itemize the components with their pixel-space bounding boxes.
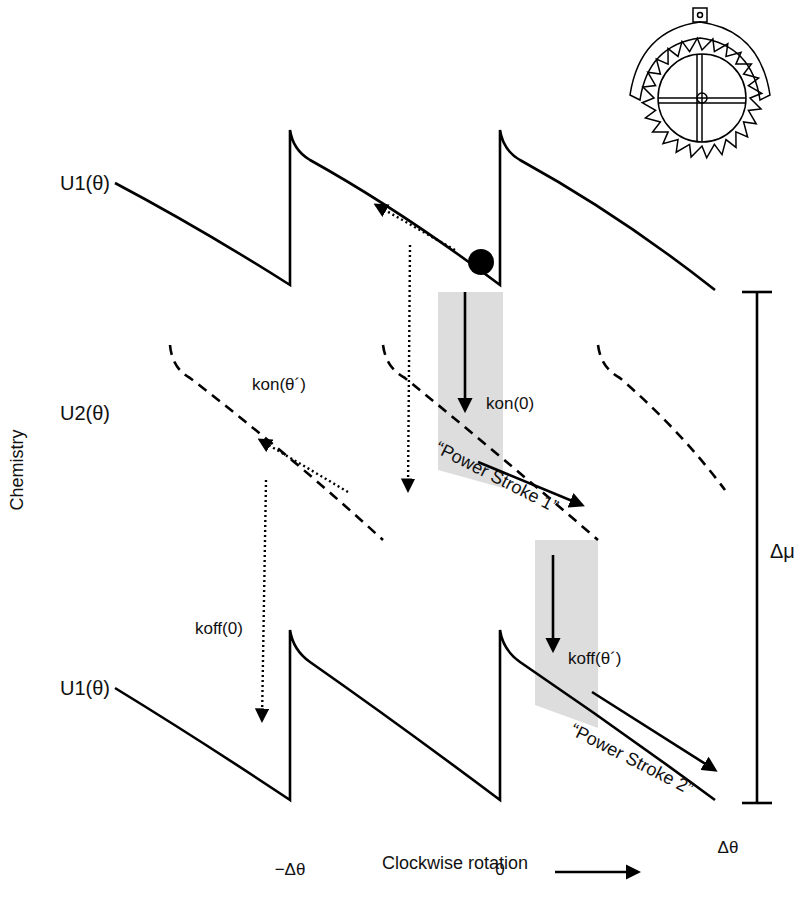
- diagram-label: Clockwise rotation: [382, 854, 528, 874]
- axis-arrow: [555, 871, 638, 874]
- diagram-label: kon(θ´): [252, 376, 306, 395]
- diagram-label: Δθ: [718, 839, 739, 858]
- dotted-arrows: [260, 205, 455, 720]
- diagram-label: kon(0): [486, 395, 534, 414]
- diagram-label: U2(θ): [60, 402, 110, 424]
- rotor-ball: [468, 249, 494, 275]
- diagram-label: −Δθ: [275, 861, 306, 880]
- diagram-label: Chemistry: [8, 429, 28, 510]
- diagram-label: U1(θ): [60, 677, 110, 699]
- potential-u2: [170, 345, 725, 540]
- potential-u1-bottom: [115, 630, 715, 800]
- diagram-label: “Power Stroke 2”: [567, 721, 696, 800]
- diagram-label: Δμ: [770, 540, 795, 562]
- diagram-label: koff(θ´): [568, 650, 622, 669]
- escapement-illustration: [630, 8, 770, 158]
- potential-u1-top: [115, 130, 715, 290]
- shade-band: [535, 540, 598, 728]
- solid-arrows: [465, 292, 715, 770]
- diagram-label: U1(θ): [60, 172, 110, 194]
- delta-mu-bracket: [742, 292, 772, 803]
- diagram-label: koff(0): [195, 620, 243, 639]
